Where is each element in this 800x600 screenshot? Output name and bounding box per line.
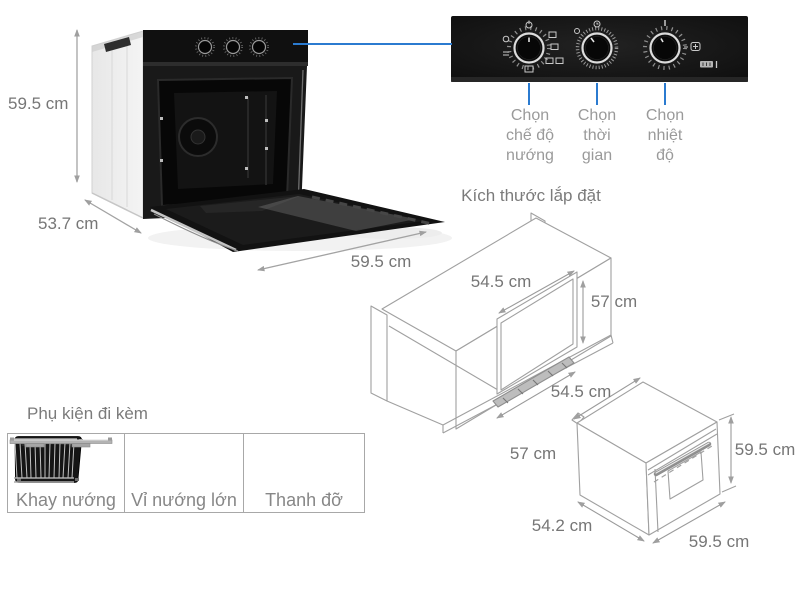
- mode-knob: [502, 20, 564, 73]
- oven-outline-base-depth-label: 54.2 cm: [531, 516, 593, 535]
- temperature-knob-pointer-line: [664, 83, 666, 105]
- installation-section-title: Kích thước lắp đặt: [461, 186, 601, 205]
- oven-outline-width-label: 59.5 cm: [688, 532, 750, 551]
- oven-mode-icons: [502, 20, 564, 73]
- defrost-icon: [690, 42, 701, 51]
- oven-open-door: [150, 189, 445, 252]
- oven-product-photo: [74, 29, 452, 272]
- label-line: Chọn: [645, 107, 685, 124]
- side-handle-cutout: [104, 37, 131, 52]
- photo-knob: [223, 37, 243, 57]
- photo-knob: [249, 37, 269, 57]
- oven-base-depth-arrow: [577, 501, 645, 542]
- accessory-cell: Thanh đỡ: [9, 434, 364, 512]
- label-line: nướng: [506, 147, 554, 164]
- timer-knob-label: Chọn thời gian: [578, 106, 616, 166]
- temperature-knob: [643, 20, 718, 70]
- accessory-label: Vỉ nướng lớn: [131, 490, 237, 510]
- callout-connector-line: [293, 43, 452, 45]
- door-handle: [653, 441, 712, 477]
- shelf-rails: [247, 95, 267, 185]
- grill-rack-icon: [10, 434, 243, 490]
- fan-mode-icon: [502, 35, 510, 43]
- oven-outline-drawing: [571, 377, 737, 544]
- niche-opening-height-label: 57 cm: [590, 292, 638, 311]
- width-dim-arrow: [257, 230, 427, 272]
- photo-dimension-arrows: [74, 29, 427, 272]
- display-icon: [700, 61, 718, 68]
- label-line: gian: [581, 147, 613, 164]
- label-line: thời: [583, 127, 611, 144]
- label-line: Chọn: [577, 107, 617, 124]
- oven-width-arrow: [652, 501, 726, 544]
- temperature-knob-label: Chọn nhiệt độ: [646, 106, 684, 166]
- photo-knob: [195, 37, 215, 57]
- photo-control-panel: [143, 30, 308, 66]
- accessories-table: Khay nướng Vỉ nướng lớn: [7, 433, 365, 513]
- oven-height-label: 59.5 cm: [8, 94, 69, 113]
- mode-knob-pointer-line: [528, 83, 530, 105]
- accessory-label: Khay nướng: [16, 490, 116, 510]
- accessories-section-title: Phụ kiện đi kèm: [27, 404, 148, 423]
- oven-outline-height-label: 59.5 cm: [734, 440, 796, 459]
- accessory-label: Thanh đỡ: [265, 490, 343, 510]
- control-panel-detail: [451, 16, 748, 82]
- cabinet-niche-drawing: [370, 212, 614, 434]
- timer-icons: [574, 20, 601, 34]
- label-line: chế độ: [505, 127, 555, 144]
- installation-diagram: [370, 212, 737, 544]
- mode-knob-label: Chọn chế độ nướng: [506, 106, 554, 166]
- label-line: nhiệt: [647, 127, 683, 144]
- door-vent-slots: [311, 195, 433, 226]
- oven-depth-arrow: [573, 377, 641, 420]
- door-window: [667, 451, 704, 500]
- niche-width-top-arrow: [498, 270, 575, 314]
- timer-knob: [574, 20, 619, 70]
- support-bar-icon: [9, 434, 364, 490]
- niche-width-bottom-label: 54.5 cm: [550, 382, 612, 401]
- label-line: độ: [656, 147, 674, 164]
- depth-dim-arrow: [84, 199, 142, 234]
- bell-icon: [574, 28, 580, 34]
- oven-width-label: 59.5 cm: [350, 252, 412, 271]
- temperature-icons: [664, 20, 701, 51]
- clock-icon: [593, 20, 601, 28]
- niche-width-bottom-arrow: [496, 371, 576, 419]
- accessory-cell: Vỉ nướng lớn: [10, 434, 243, 512]
- shelf-clips: [160, 96, 268, 170]
- oven-outline-depth-label: 57 cm: [509, 444, 557, 463]
- timer-knob-pointer-line: [596, 83, 598, 105]
- oven-side-panel: [91, 30, 144, 219]
- label-line: Chọn: [510, 107, 550, 124]
- oven-depth-label: 53.7 cm: [38, 214, 99, 233]
- oven-cavity: [143, 66, 307, 219]
- grill-mode-icon: [548, 31, 557, 38]
- niche-width-top-label: 54.5 cm: [470, 272, 532, 291]
